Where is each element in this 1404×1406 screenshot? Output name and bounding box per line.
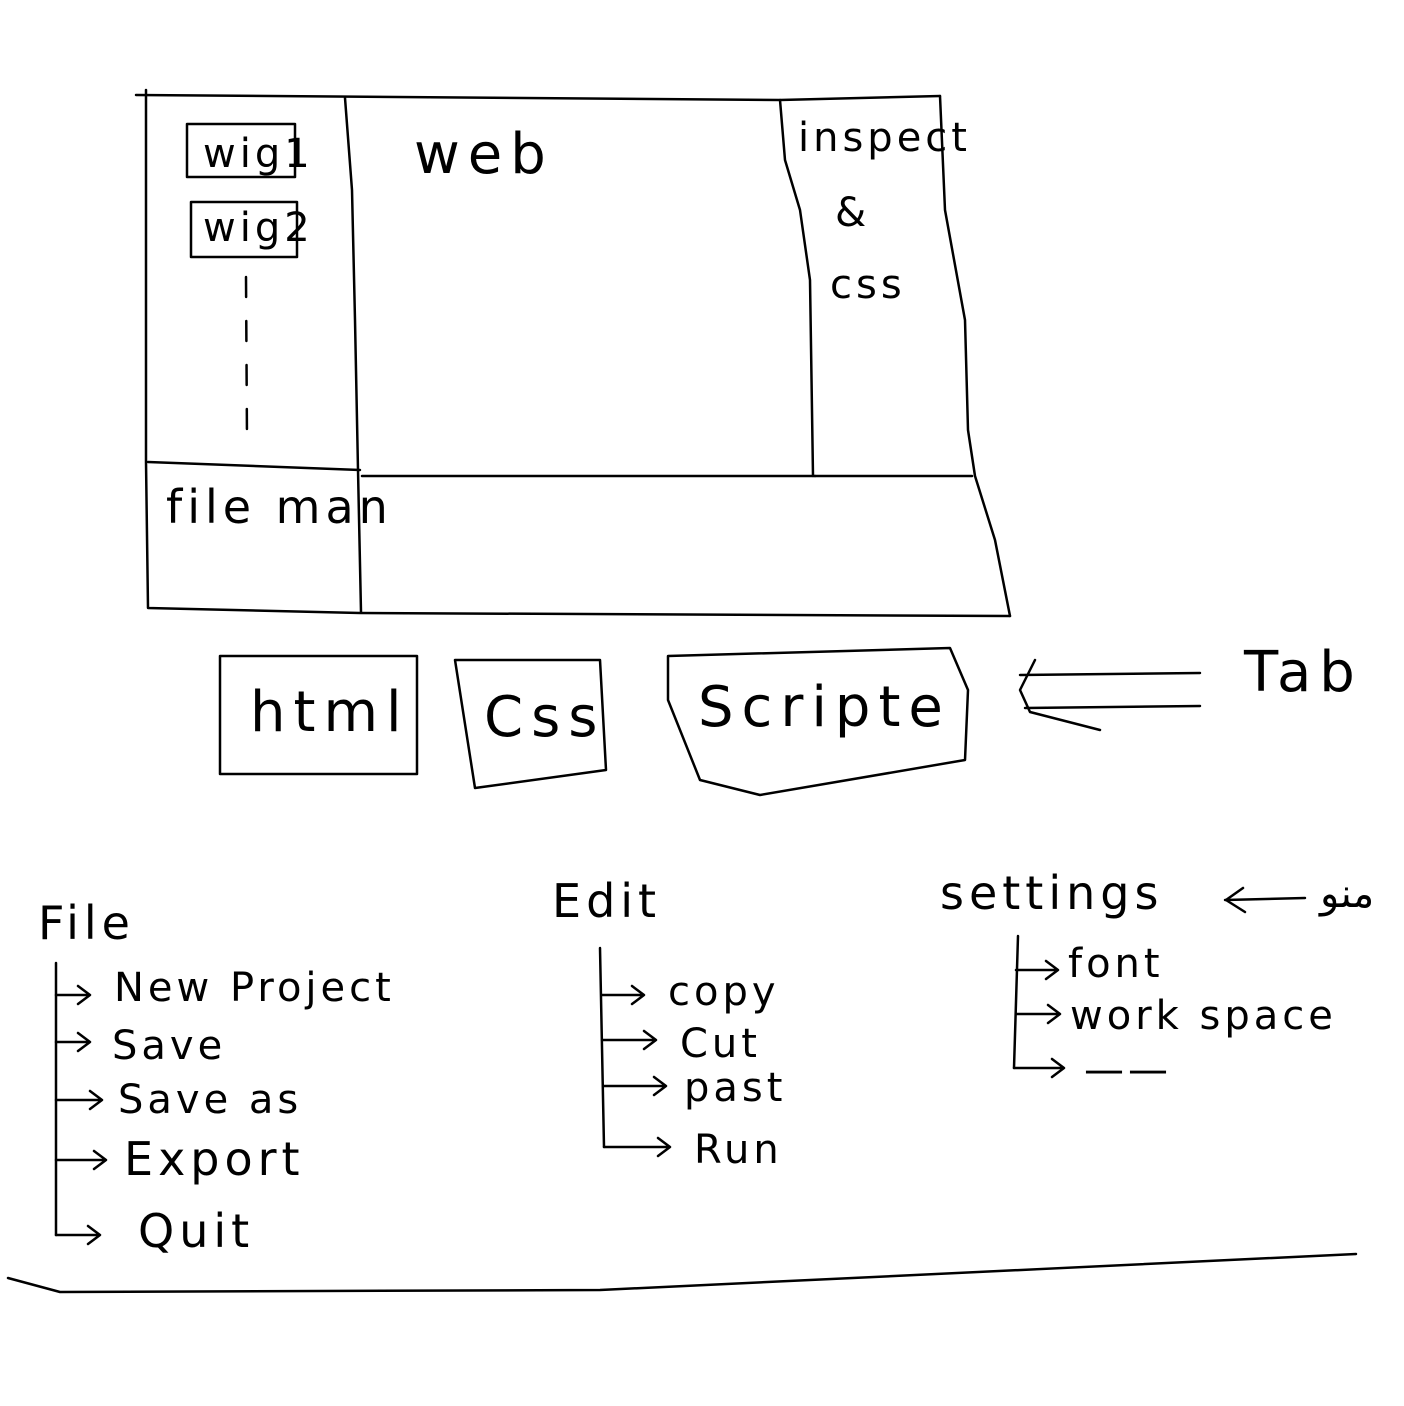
menu-item-work-space[interactable]: work space [1070, 993, 1337, 1039]
tab-css[interactable] [453, 658, 608, 790]
web-preview-label: web [414, 122, 554, 187]
file-menu-tree [54, 961, 108, 1246]
widget-box-1[interactable] [185, 122, 297, 179]
inspect-css-panel[interactable] [778, 98, 974, 478]
menu-item-quit[interactable]: Quit [138, 1204, 255, 1258]
tab-html-label: html [250, 680, 410, 745]
widget-1-label: wig1 [203, 131, 314, 177]
widget-panel[interactable] [185, 96, 363, 614]
file-manager-label: file man [166, 480, 393, 534]
edit-menu-tree [598, 946, 672, 1158]
arrow-icon [1012, 1057, 1066, 1079]
tab-html[interactable] [218, 654, 419, 776]
arrow-icon [600, 1029, 658, 1051]
settings-menu-title[interactable]: settings [940, 866, 1164, 920]
file-manager-divider [146, 460, 362, 472]
menu-item-paste[interactable]: past [684, 1065, 787, 1111]
menu-item-run[interactable]: Run [694, 1127, 783, 1173]
arrow-icon [602, 1136, 672, 1158]
tab-css-label: Css [484, 685, 606, 750]
arrow-icon [1014, 959, 1060, 981]
menu-item-copy[interactable]: copy [668, 969, 780, 1015]
arrow-icon [54, 1149, 108, 1171]
settings-menu-tree [1012, 934, 1066, 1079]
arrow-icon [54, 1031, 92, 1053]
menu-item-export[interactable]: Export [124, 1132, 305, 1186]
tab-script[interactable] [666, 646, 970, 797]
arrow-icon [54, 1089, 104, 1111]
menu-item-placeholder[interactable]: —— [1084, 1047, 1172, 1093]
menu-item-save[interactable]: Save [112, 1023, 227, 1069]
tab-bar [218, 646, 970, 797]
tab-arrow-icon [1018, 658, 1202, 732]
arrow-icon [600, 984, 646, 1006]
widget-box-2[interactable] [189, 200, 299, 259]
widget-2-label: wig2 [203, 205, 314, 251]
menu-arrow-icon [1223, 886, 1307, 914]
arrow-icon [601, 1075, 668, 1097]
file-menu-title[interactable]: File [38, 896, 135, 950]
menu-item-new-project[interactable]: New Project [114, 965, 395, 1011]
menu-item-save-as[interactable]: Save as [118, 1077, 303, 1123]
edit-menu-title[interactable]: Edit [552, 874, 662, 928]
ampersand-label: & [835, 190, 871, 236]
bottom-divider [6, 1252, 1358, 1294]
menu-item-font[interactable]: font [1068, 941, 1164, 987]
tab-annotation: Tab [1244, 640, 1363, 705]
menu-annotation: منو [1320, 871, 1375, 917]
arrow-icon [54, 984, 92, 1006]
tab-script-label: Scripte [698, 675, 951, 740]
menu-item-cut[interactable]: Cut [680, 1021, 761, 1067]
widget-list-continuation [244, 275, 249, 442]
css-panel-label: css [830, 262, 906, 308]
arrow-icon [1014, 1003, 1062, 1025]
arrow-icon [54, 1224, 102, 1246]
inspect-label: inspect [798, 115, 971, 161]
